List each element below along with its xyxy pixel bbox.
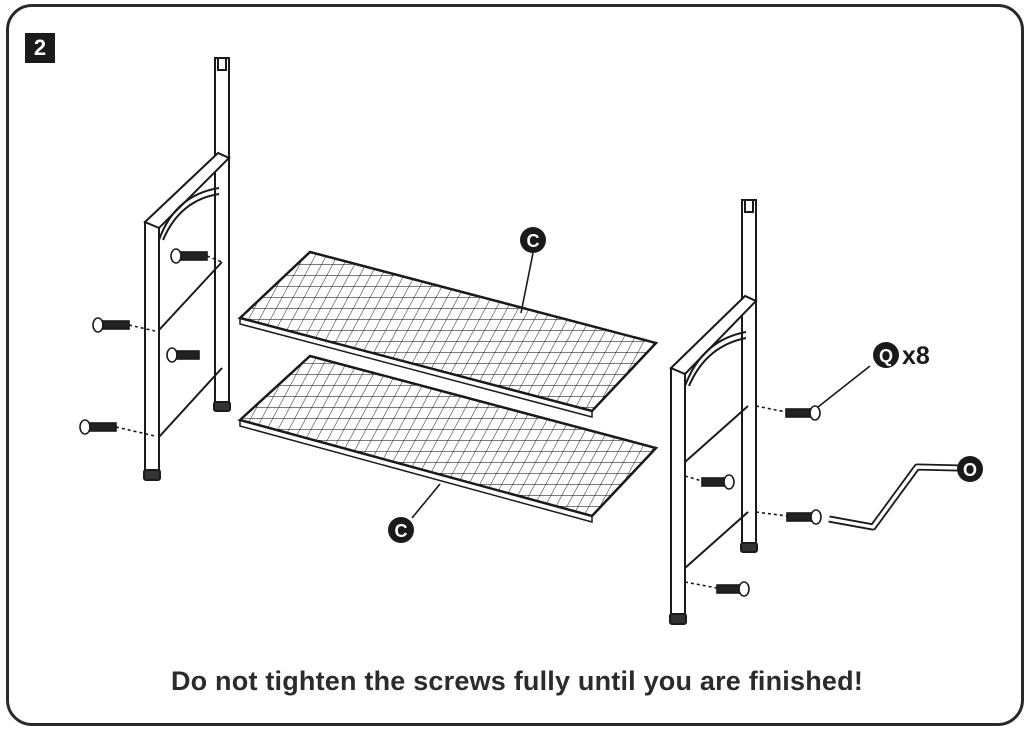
screw-quantity: x8 bbox=[902, 342, 930, 370]
part-label-c-top: C bbox=[520, 227, 546, 253]
top-mesh-shelf bbox=[237, 250, 659, 418]
part-label-q: Q x8 bbox=[873, 342, 930, 370]
left-screws bbox=[79, 248, 223, 437]
svg-text:Q: Q bbox=[879, 346, 893, 366]
svg-text:C: C bbox=[395, 521, 408, 541]
part-label-c-bottom: C bbox=[388, 517, 414, 543]
left-side-frame bbox=[143, 57, 231, 481]
right-side-frame bbox=[669, 199, 758, 625]
bottom-mesh-shelf bbox=[237, 354, 659, 523]
allen-wrench bbox=[828, 463, 961, 531]
right-screws bbox=[684, 405, 822, 597]
part-label-o: O bbox=[957, 456, 983, 482]
step-number-badge: 2 bbox=[25, 33, 55, 63]
svg-text:O: O bbox=[963, 460, 977, 480]
svg-text:C: C bbox=[527, 231, 540, 251]
tighten-warning-text: Do not tighten the screws fully until yo… bbox=[170, 666, 864, 696]
